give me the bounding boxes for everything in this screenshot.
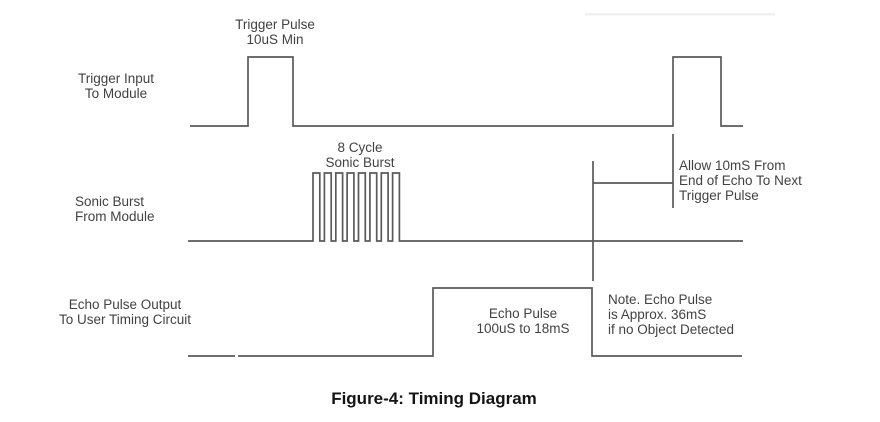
allow-note-line2: End of Echo To Next xyxy=(679,173,802,188)
sonic-burst-annotation-line1: 8 Cycle xyxy=(337,140,383,155)
trigger-pulse-annotation-line1: Trigger Pulse xyxy=(235,17,315,32)
echo-note-line2: is Approx. 36mS xyxy=(608,307,707,322)
echo-signal-label: Echo Pulse Output To User Timing Circuit xyxy=(25,297,225,327)
echo-pulse-annotation-line2: 100uS to 18mS xyxy=(476,321,570,336)
trigger-waveform xyxy=(190,56,743,127)
sonic-burst-annotation-line2: Sonic Burst xyxy=(325,155,395,170)
sonic-signal-label-line1: Sonic Burst xyxy=(75,194,145,209)
sonic-signal-label: Sonic Burst From Module xyxy=(75,194,155,224)
figure-caption: Figure-4: Timing Diagram xyxy=(331,389,537,408)
allow-note-line1: Allow 10mS From xyxy=(679,158,786,173)
echo-pulse-annotation-line1: Echo Pulse xyxy=(488,306,558,321)
allow-note: Allow 10mS From End of Echo To Next Trig… xyxy=(679,158,802,203)
echo-signal-label-line2: To User Timing Circuit xyxy=(58,312,192,327)
echo-pulse-annotation: Echo Pulse 100uS to 18mS xyxy=(443,306,603,336)
sonic-burst-waveform xyxy=(188,172,743,242)
trigger-signal-label-line2: To Module xyxy=(84,86,148,101)
echo-note: Note. Echo Pulse is Approx. 36mS if no O… xyxy=(608,292,734,337)
scan-artifact-line xyxy=(585,13,775,16)
echo-signal-label-line1: Echo Pulse Output xyxy=(68,297,182,312)
trigger-pulse-annotation-line2: 10uS Min xyxy=(246,32,304,47)
sonic-burst-annotation: 8 Cycle Sonic Burst xyxy=(280,140,440,170)
echo-waveform xyxy=(238,287,742,357)
sonic-signal-label-line2: From Module xyxy=(75,209,155,224)
trigger-signal-label-line1: Trigger Input xyxy=(77,71,155,86)
trigger-pulse-annotation: Trigger Pulse 10uS Min xyxy=(195,17,355,47)
allow-note-line3: Trigger Pulse xyxy=(679,188,759,203)
echo-note-line3: if no Object Detected xyxy=(608,322,735,337)
echo-note-line1: Note. Echo Pulse xyxy=(608,292,713,307)
trigger-signal-label: Trigger Input To Module xyxy=(36,71,196,101)
